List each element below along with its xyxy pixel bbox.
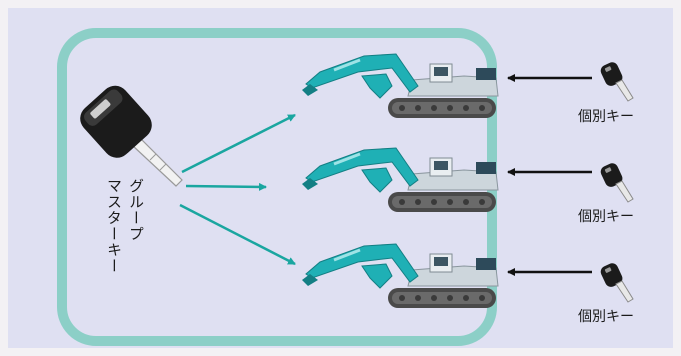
master-key-label-line1: グループ — [127, 178, 145, 242]
excavator-icon — [300, 146, 500, 214]
individual-key-icon — [598, 260, 634, 303]
master-arrow-top — [181, 113, 296, 174]
excavator-icon — [300, 52, 500, 120]
individual-key-icon — [598, 59, 634, 102]
master-key-label-line2: マスターキー — [105, 178, 123, 274]
excavator-icon — [300, 242, 500, 310]
master-arrow-bottom — [179, 203, 296, 266]
individual-key-label: 個別キー — [578, 209, 634, 225]
individual-key-label: 個別キー — [578, 109, 634, 125]
individual-key-label: 個別キー — [578, 309, 634, 325]
master-key-icon — [80, 85, 183, 187]
master-arrow-middle — [185, 182, 267, 191]
individual-key-icon — [598, 160, 634, 203]
